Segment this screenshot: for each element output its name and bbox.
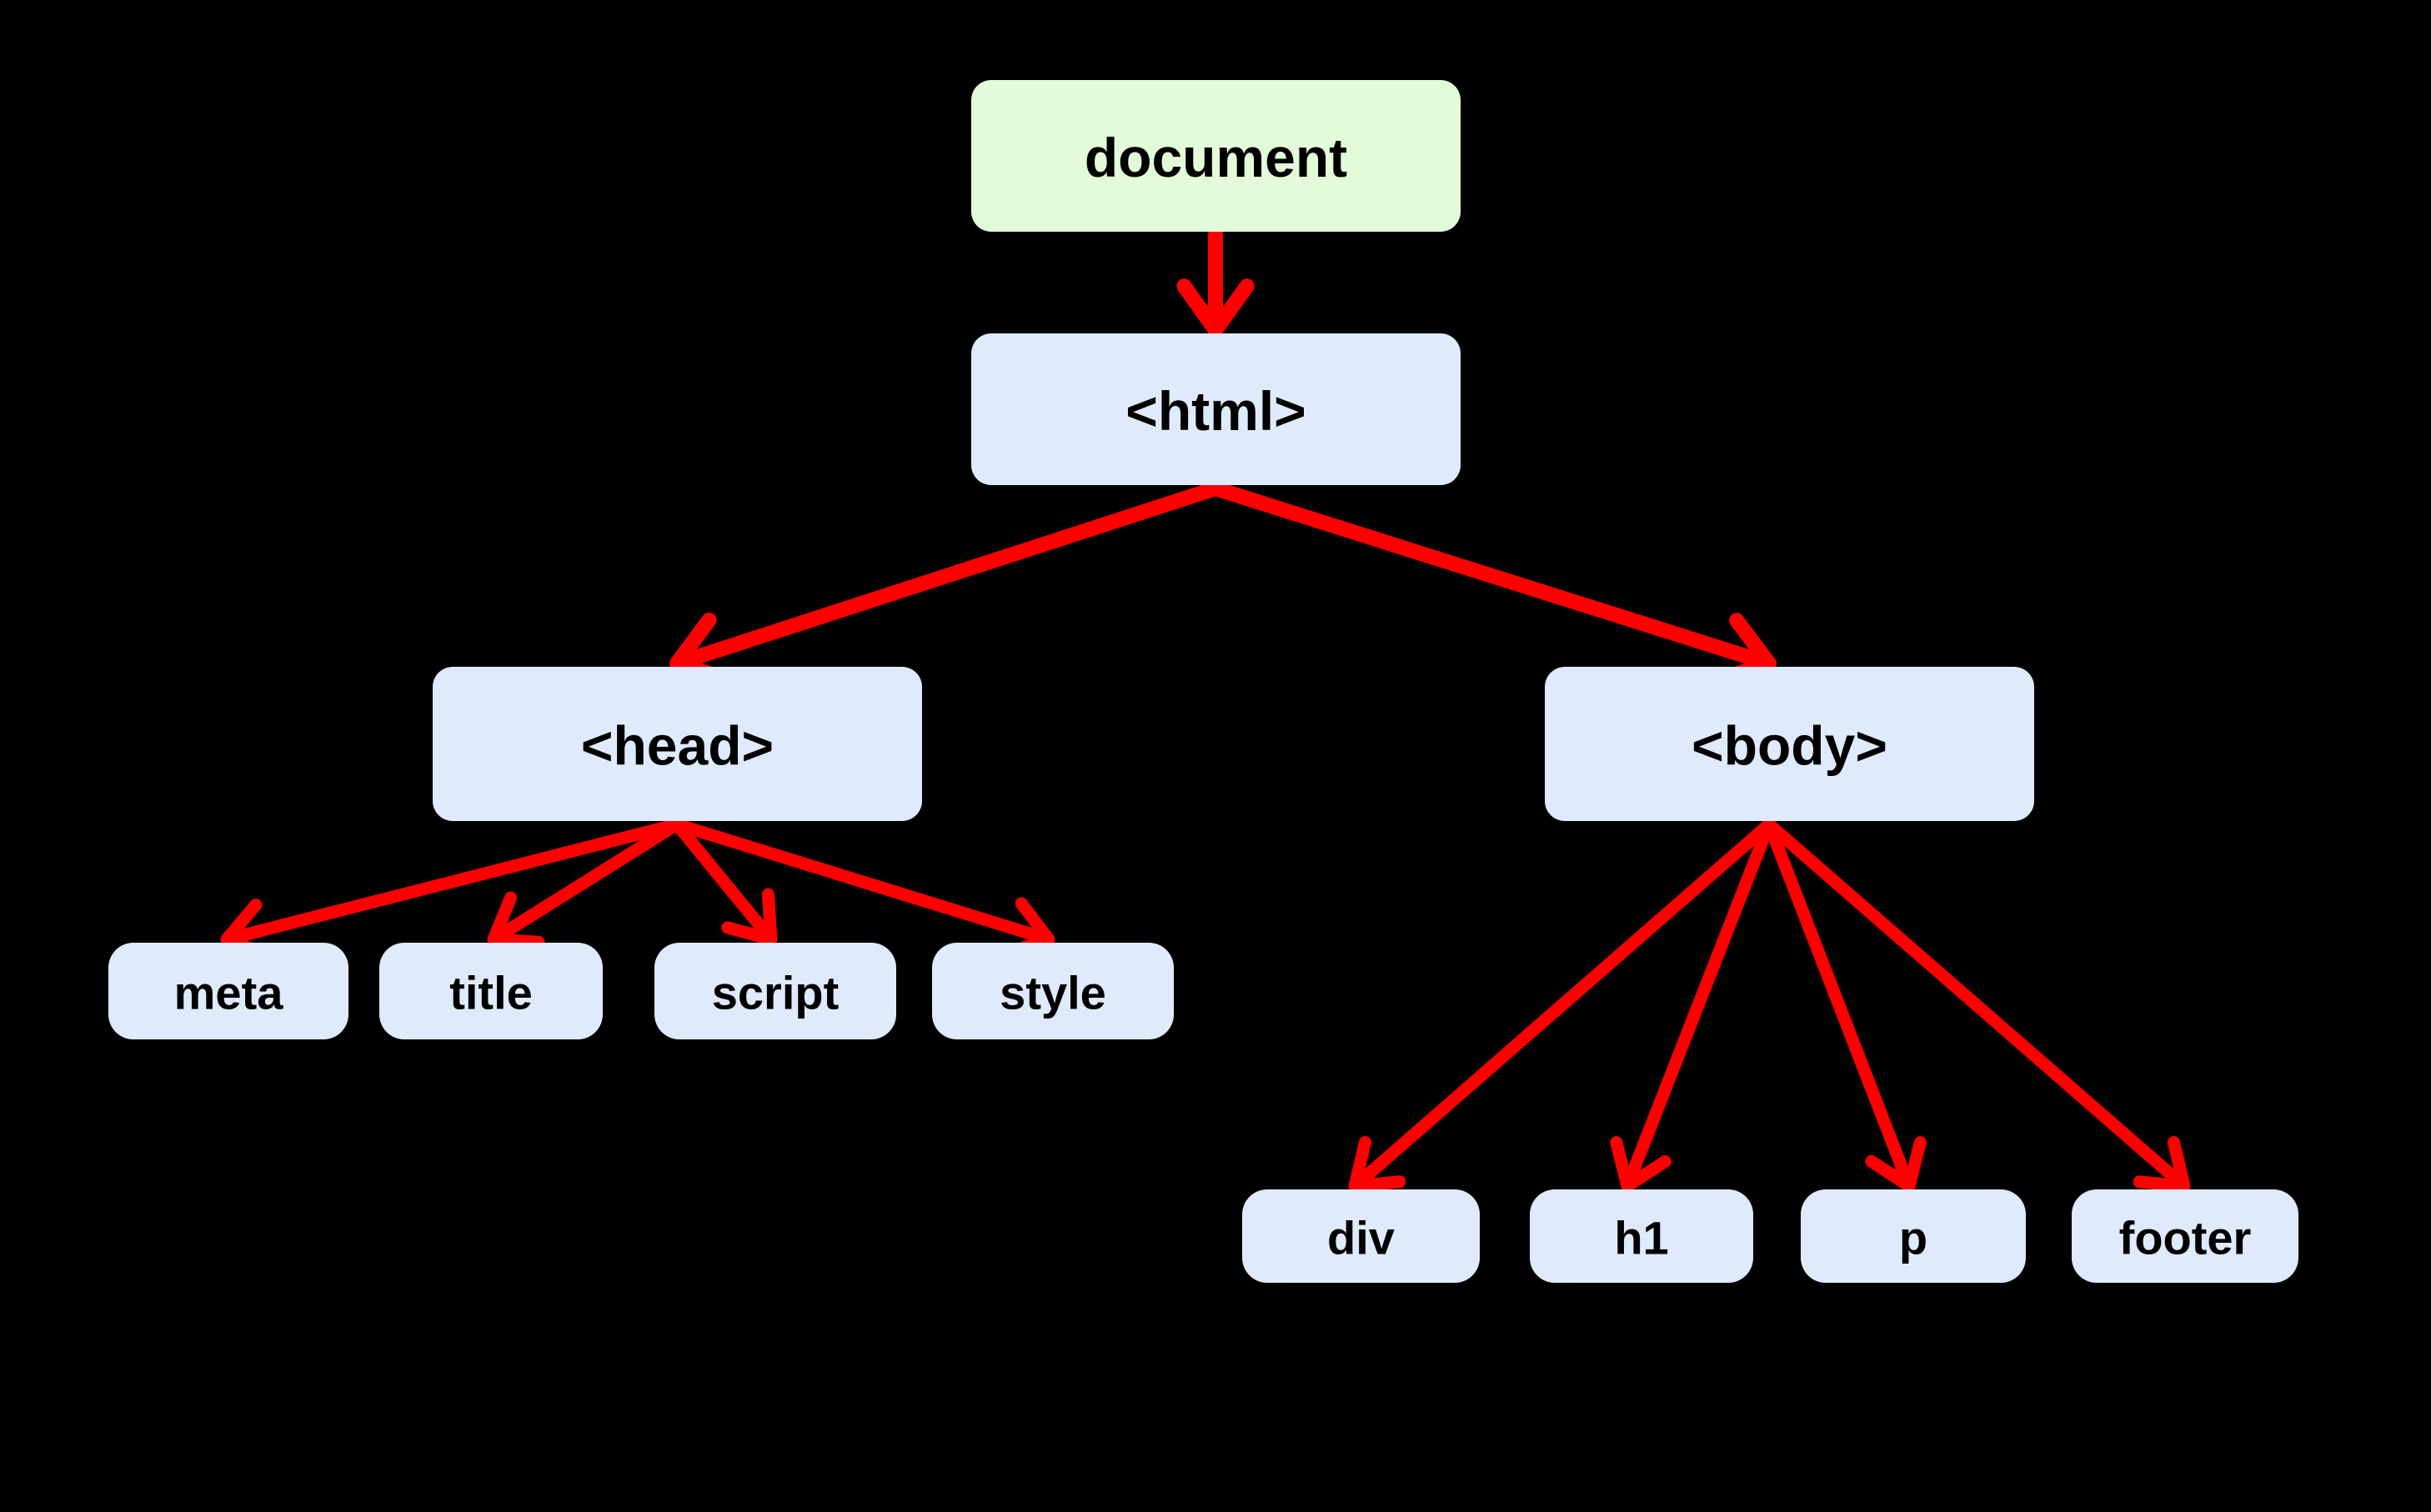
- edge-shaft: [672, 481, 1223, 670]
- edge-document-html: [1176, 228, 1255, 338]
- node-label-style: style: [1000, 967, 1106, 1019]
- node-title[interactable]: title: [379, 943, 603, 1039]
- edge-shaft: [1762, 818, 1915, 1189]
- node-document[interactable]: document: [971, 80, 1461, 232]
- node-meta[interactable]: meta: [108, 943, 348, 1039]
- node-box-footer[interactable]: [2072, 1189, 2298, 1283]
- node-label-p: p: [1899, 1212, 1927, 1264]
- arrowhead: [1610, 1136, 1672, 1193]
- node-body[interactable]: <body>: [1545, 667, 2034, 821]
- node-box-script[interactable]: [654, 943, 896, 1039]
- edge-head-script: [670, 818, 778, 946]
- node-label-head: <head>: [581, 715, 774, 777]
- node-box-p[interactable]: [1801, 1189, 2026, 1283]
- edge-shaft: [1351, 818, 1776, 1190]
- arrowhead: [721, 888, 778, 946]
- node-box-title[interactable]: [379, 943, 603, 1039]
- node-html[interactable]: <html>: [971, 333, 1461, 485]
- node-box-h1[interactable]: [1530, 1189, 1753, 1283]
- arrowhead: [487, 891, 545, 949]
- nodes-layer: document <html> <head> <body> meta title scrip…: [108, 80, 2298, 1283]
- edge-body-footer: [1762, 818, 2191, 1193]
- node-label-footer: footer: [2119, 1212, 2252, 1264]
- node-box-document[interactable]: [971, 80, 1461, 232]
- edge-shaft: [670, 818, 1052, 945]
- node-style[interactable]: style: [932, 943, 1174, 1039]
- edge-shaft: [1762, 818, 2188, 1190]
- node-box-style[interactable]: [932, 943, 1174, 1039]
- edge-shaft: [223, 818, 684, 945]
- edge-head-title: [487, 818, 684, 949]
- node-div[interactable]: div: [1242, 1189, 1480, 1283]
- node-h1[interactable]: h1: [1530, 1189, 1753, 1283]
- node-label-h1: h1: [1614, 1212, 1668, 1264]
- node-label-body: <body>: [1692, 715, 1887, 777]
- node-label-html: <html>: [1125, 380, 1306, 442]
- edge-html-head: [669, 481, 1223, 688]
- edge-shaft: [670, 818, 775, 944]
- node-label-script: script: [712, 967, 840, 1019]
- edge-shaft: [489, 818, 684, 944]
- node-label-document: document: [1085, 127, 1347, 188]
- node-box-meta[interactable]: [108, 943, 348, 1039]
- edge-html-body: [1208, 481, 1777, 688]
- node-box-head[interactable]: [433, 667, 922, 821]
- arrowhead: [1348, 1135, 1406, 1193]
- node-footer[interactable]: footer: [2072, 1189, 2298, 1283]
- node-label-div: div: [1327, 1212, 1395, 1264]
- arrowhead: [1176, 278, 1255, 338]
- node-label-meta: meta: [174, 967, 284, 1019]
- node-box-body[interactable]: [1545, 667, 2034, 821]
- edge-shaft: [1208, 481, 1774, 670]
- node-script[interactable]: script: [654, 943, 896, 1039]
- node-box-div[interactable]: [1242, 1189, 1480, 1283]
- node-head[interactable]: <head>: [433, 667, 922, 821]
- node-label-title: title: [449, 967, 533, 1019]
- edge-shaft: [1622, 818, 1776, 1189]
- arrowhead: [1865, 1136, 1927, 1193]
- node-p[interactable]: p: [1801, 1189, 2026, 1283]
- edge-body-p: [1762, 818, 1927, 1193]
- arrowhead: [2133, 1135, 2191, 1193]
- edge-body-div: [1348, 818, 1776, 1193]
- node-box-html[interactable]: [971, 333, 1461, 485]
- edge-body-h1: [1610, 818, 1776, 1193]
- edge-head-meta: [220, 818, 684, 963]
